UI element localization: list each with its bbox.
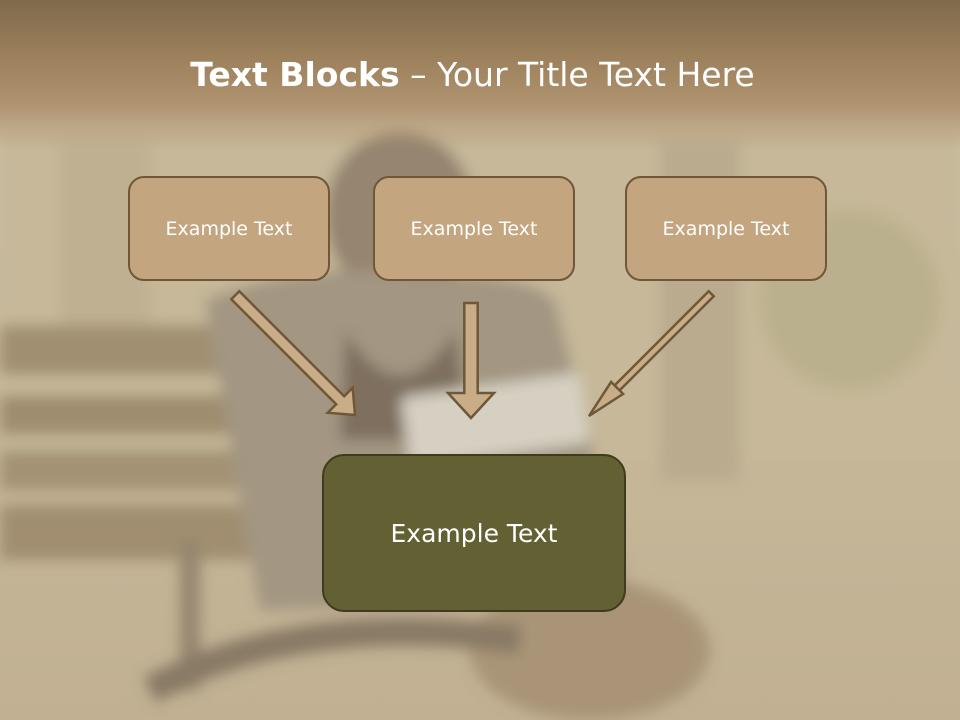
slide-title: Text Blocks – Your Title Text Here — [0, 52, 945, 98]
text-block-3-label: Example Text — [662, 217, 790, 240]
arrow-center — [445, 301, 497, 420]
title-bold: Text Blocks — [190, 55, 400, 94]
arrow-right — [587, 289, 716, 418]
title-dash: – — [399, 55, 438, 94]
target-block[interactable]: Example Text — [322, 454, 626, 612]
title-band — [0, 0, 960, 150]
text-block-2-label: Example Text — [410, 217, 538, 240]
text-block-1[interactable]: Example Text — [128, 176, 330, 281]
arrow-left — [229, 289, 357, 417]
title-rest: Your Title Text Here — [437, 55, 755, 94]
text-block-3[interactable]: Example Text — [625, 176, 827, 281]
text-block-2[interactable]: Example Text — [373, 176, 575, 281]
target-block-label: Example Text — [390, 518, 558, 548]
text-block-1-label: Example Text — [165, 217, 293, 240]
